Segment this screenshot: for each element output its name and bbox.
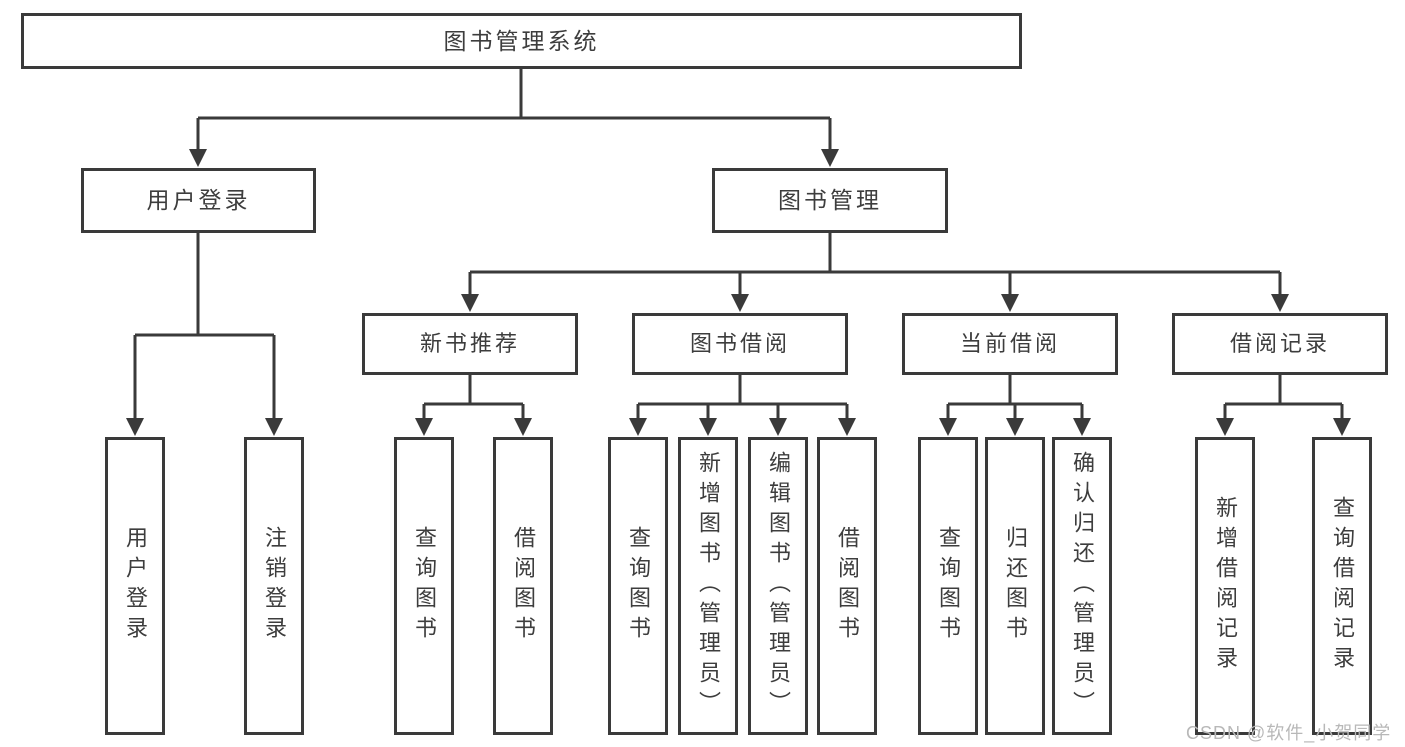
node-user-login: 用户登录	[81, 168, 316, 233]
node-label: 当前借阅	[959, 331, 1060, 356]
leaf-borrow-books-recommend: 借阅图书	[493, 437, 553, 735]
leaf-logout: 注销登录	[244, 437, 304, 735]
leaf-query-books-current: 查询图书	[918, 437, 978, 735]
leaf-label: 编辑图书（管理员）	[766, 451, 791, 721]
leaf-borrow-books-borrowing: 借阅图书	[817, 437, 877, 735]
node-borrowing-records: 借阅记录	[1172, 313, 1388, 375]
leaf-label: 注销登录	[262, 526, 287, 646]
watermark: CSDN @软件_小贺同学	[1186, 723, 1392, 743]
leaf-label: 借阅图书	[511, 526, 536, 646]
leaf-label: 归还图书	[1003, 526, 1028, 646]
leaf-label: 查询图书	[412, 526, 437, 646]
node-current-borrowing: 当前借阅	[902, 313, 1118, 375]
leaf-user-login: 用户登录	[105, 437, 165, 735]
leaf-return-books: 归还图书	[985, 437, 1045, 735]
node-label: 借阅记录	[1229, 331, 1330, 356]
leaf-query-books-recommend: 查询图书	[394, 437, 454, 735]
leaf-label: 查询借阅记录	[1330, 496, 1355, 676]
node-label: 图书管理	[778, 187, 882, 213]
leaf-label: 确认归还（管理员）	[1070, 451, 1095, 721]
node-label: 图书管理系统	[443, 27, 600, 54]
leaf-label: 查询图书	[936, 526, 961, 646]
node-label: 用户登录	[146, 187, 251, 213]
node-new-book-recommend: 新书推荐	[362, 313, 578, 375]
leaf-query-books-borrowing: 查询图书	[608, 437, 668, 735]
node-label: 图书借阅	[689, 331, 790, 356]
leaf-label: 新增借阅记录	[1213, 496, 1238, 676]
leaf-label: 新增图书（管理员）	[696, 451, 721, 721]
leaf-label: 用户登录	[123, 526, 148, 646]
leaf-add-books-admin: 新增图书（管理员）	[678, 437, 738, 735]
leaf-label: 查询图书	[626, 526, 651, 646]
arrowheads	[126, 149, 1351, 436]
leaf-edit-books-admin: 编辑图书（管理员）	[748, 437, 808, 735]
node-book-borrowing: 图书借阅	[632, 313, 848, 375]
leaf-query-borrow-record: 查询借阅记录	[1312, 437, 1372, 735]
node-library-management-system: 图书管理系统	[21, 13, 1022, 69]
leaf-label: 借阅图书	[835, 526, 860, 646]
leaf-add-borrow-record: 新增借阅记录	[1195, 437, 1255, 735]
leaf-confirm-return-admin: 确认归还（管理员）	[1052, 437, 1112, 735]
node-label: 新书推荐	[419, 331, 520, 356]
node-book-management: 图书管理	[712, 168, 948, 233]
